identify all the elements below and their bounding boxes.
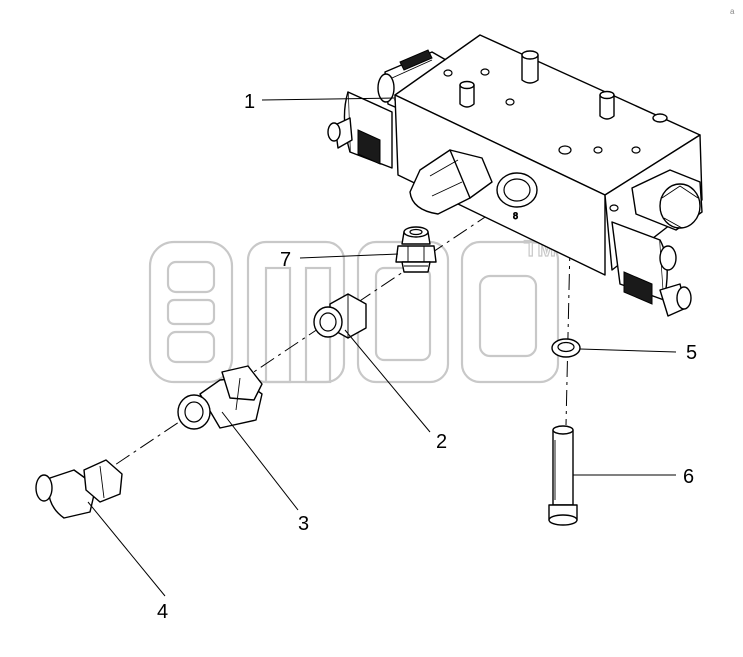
svg-text:8: 8 bbox=[513, 211, 518, 221]
corner-mark: a bbox=[730, 7, 735, 16]
callout-1: 1 bbox=[244, 91, 255, 113]
socket-head-bolt bbox=[548, 425, 578, 526]
assembly-axes bbox=[84, 196, 571, 486]
elbow-fitting bbox=[35, 459, 123, 519]
callouts: 1 2 3 4 5 6 7 bbox=[157, 91, 697, 623]
callout-4: 4 bbox=[157, 601, 168, 623]
washer bbox=[551, 338, 581, 358]
leader-lines bbox=[87, 97, 677, 597]
callout-7: 7 bbox=[280, 249, 291, 271]
callout-6: 6 bbox=[683, 466, 694, 488]
adapter-nipple bbox=[395, 226, 437, 273]
straight-coupling bbox=[177, 365, 263, 430]
callout-2: 2 bbox=[436, 431, 447, 453]
callout-5: 5 bbox=[686, 342, 697, 364]
callout-3: 3 bbox=[298, 513, 309, 535]
valve-block: 8 bbox=[327, 34, 703, 317]
union-nut bbox=[313, 293, 367, 339]
